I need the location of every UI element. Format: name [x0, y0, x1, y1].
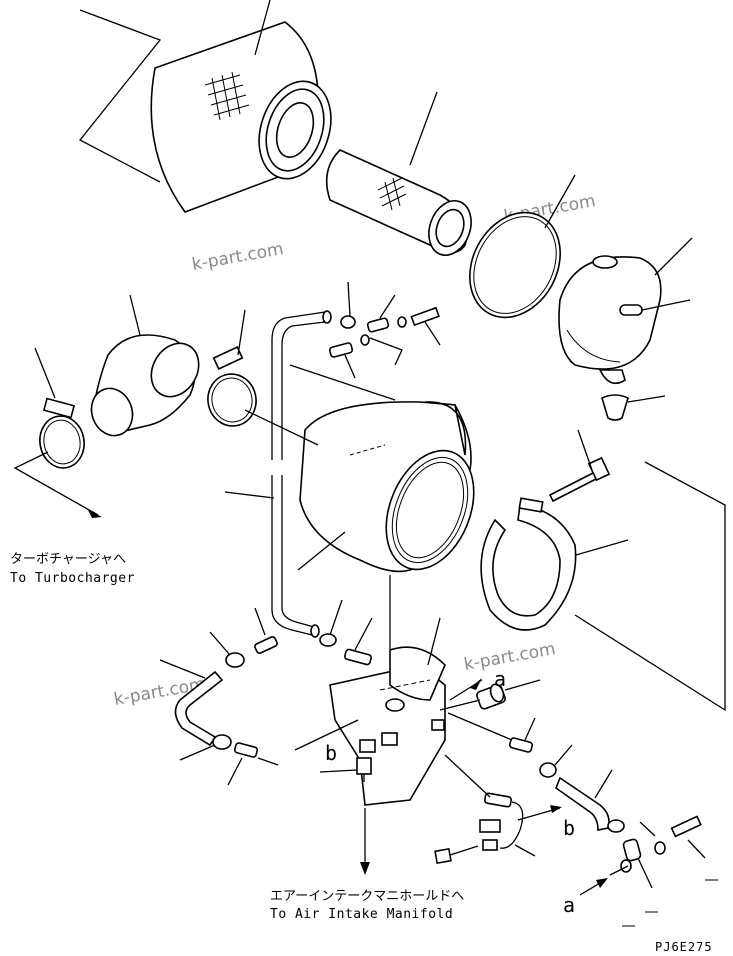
ref-b-left: b: [325, 741, 337, 765]
elbow-hose: [90, 334, 200, 437]
bracket-bolt: [356, 757, 372, 782]
small-clamp-middle: [319, 633, 337, 647]
dust-indicator: [476, 683, 506, 710]
hose-clamp-left: [39, 397, 85, 469]
drawing-code: PJ6E275: [655, 940, 713, 954]
sensor-harness: [479, 792, 524, 851]
ref-a-top: a: [494, 667, 506, 691]
bolt-lower-right: [670, 815, 702, 838]
nipple-fitting-middle: [344, 648, 372, 666]
bolt-top: [410, 306, 440, 327]
small-clamp-left: [225, 652, 245, 668]
to-turbocharger-en: To Turbocharger: [10, 571, 135, 586]
dust-valve: [601, 394, 629, 421]
outer-filter-element: [150, 21, 332, 213]
watermark-mid-right: k-part.com: [462, 639, 557, 675]
tube-fitting-top: [328, 342, 354, 358]
small-clamp-right: [539, 762, 557, 778]
small-clamp-top: [340, 315, 356, 329]
band-bolt: [548, 456, 611, 503]
air-cleaner-body: [299, 401, 475, 573]
air-cleaner-cover: [558, 255, 662, 385]
nipple-fitting-lower-left: [233, 742, 259, 758]
to-intake-jp: エアーインテークマニホールドへ: [270, 889, 464, 904]
banjo-fitting-lower: [620, 838, 642, 873]
to-turbocharger-jp: ターボチャージャへ: [10, 552, 126, 567]
short-hose-right: [555, 776, 610, 831]
washer-lower-right: [654, 841, 666, 855]
small-clamp-lower-right: [607, 819, 625, 833]
ref-b-right: b: [563, 816, 575, 840]
o-ring: [469, 211, 561, 319]
air-pipe: [271, 310, 332, 638]
inner-filter-element: [325, 149, 472, 256]
mounting-bracket: [329, 646, 446, 806]
ref-a-bottom: a: [563, 893, 575, 917]
band-clamp: [480, 497, 577, 631]
nipple-fitting-left: [254, 636, 278, 654]
small-clamp-lower-left: [212, 734, 232, 750]
nipple-fitting-top: [366, 317, 390, 333]
hose-clamp-middle: [207, 346, 257, 427]
watermark-mid-left: k-part.com: [190, 239, 285, 275]
to-intake-en: To Air Intake Manifold: [270, 907, 453, 922]
bolt-lower-center: [434, 845, 479, 865]
hose-connector-right: [508, 737, 534, 753]
washer-top: [397, 316, 407, 328]
